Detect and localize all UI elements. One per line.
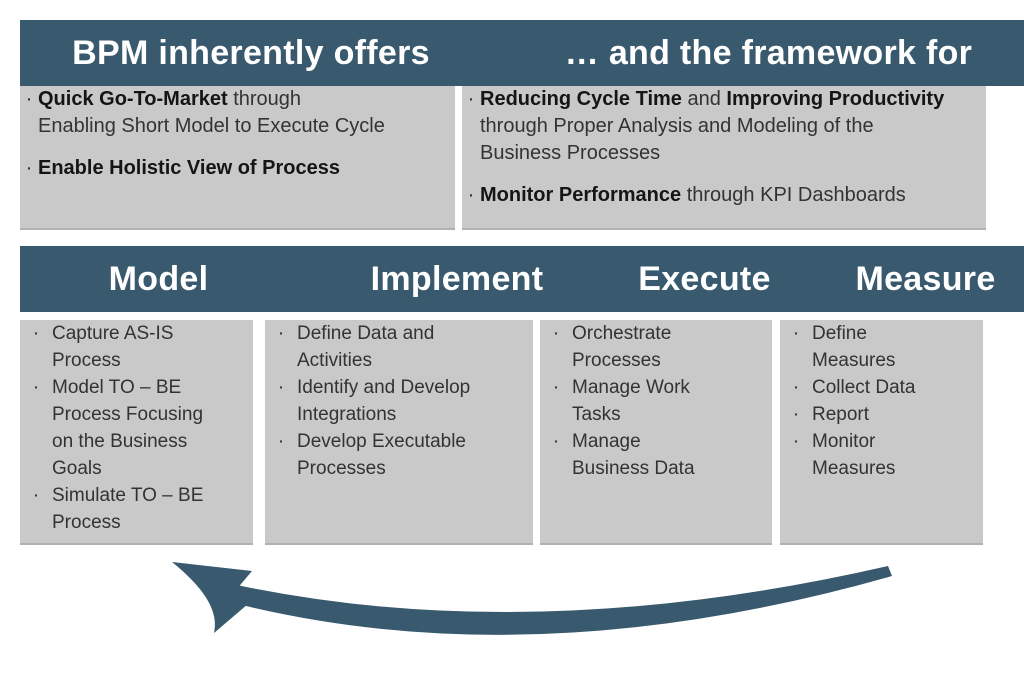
banner-framework-for: … and the framework for — [461, 20, 1024, 86]
banner-phase-measure: Measure — [771, 246, 1024, 312]
banner-bpm-offers: BPM inherently offers — [20, 20, 516, 86]
bullet-item: ·Monitor Measures — [792, 431, 896, 479]
phase-model-label: Model — [108, 259, 209, 298]
bullet-item: ·Enable Holistic View of Process — [25, 157, 340, 179]
bullet-item: ·Collect Data — [792, 377, 916, 398]
framework-for-list: ·Reducing Cycle Time and Improving Produ… — [462, 86, 986, 209]
bullet-item: ·Report — [792, 404, 870, 425]
phase-execute-list: ·Orchestrate Processes ·Manage Work Tasks… — [540, 320, 772, 482]
bpm-offers-list: ·Quick Go-To-Market through Enabling Sho… — [20, 86, 455, 182]
panel-phase-execute: ·Orchestrate Processes ·Manage Work Tasks… — [540, 320, 772, 545]
panel-framework-for: ·Reducing Cycle Time and Improving Produ… — [462, 86, 986, 230]
bullet-item: ·Identify and Develop Integrations — [277, 377, 471, 425]
bullet-item: ·Simulate TO – BE Process — [32, 485, 204, 533]
bullet-item: ·Define Measures — [792, 323, 896, 371]
bullet-item: ·Reducing Cycle Time and Improving Produ… — [467, 88, 945, 164]
phase-implement-label: Implement — [370, 259, 544, 298]
panel-phase-measure: ·Define Measures ·Collect Data ·Report ·Mon… — [780, 320, 983, 545]
panel-phase-model: ·Capture AS-IS Process ·Model TO – BE Pro… — [20, 320, 253, 545]
phase-execute-label: Execute — [638, 259, 771, 298]
phase-implement-list: ·Define Data and Activities ·Identify and… — [265, 320, 533, 482]
bullet-item: ·Capture AS-IS Process — [32, 323, 174, 371]
phase-measure-label: Measure — [855, 259, 996, 298]
bullet-item: ·Orchestrate Processes — [552, 323, 672, 371]
panel-phase-implement: ·Define Data and Activities ·Identify and… — [265, 320, 533, 545]
arrow-shaft — [232, 566, 892, 635]
bullet-item: ·Manage Work Tasks — [552, 377, 690, 425]
banner-bpm-offers-label: BPM inherently offers — [72, 33, 430, 72]
banner-phase-model: Model — [20, 246, 331, 312]
banner-framework-for-label: … and the framework for — [564, 33, 973, 72]
bullet-item: ·Manage Business Data — [552, 431, 695, 479]
phase-measure-list: ·Define Measures ·Collect Data ·Report ·Mon… — [780, 320, 983, 482]
phase-model-list: ·Capture AS-IS Process ·Model TO – BE Pro… — [20, 320, 253, 536]
bullet-item: ·Model TO – BE Process Focusing on the B… — [32, 377, 204, 479]
panel-bpm-offers: ·Quick Go-To-Market through Enabling Sho… — [20, 86, 455, 230]
bullet-item: ·Define Data and Activities — [277, 323, 435, 371]
arrow-head — [172, 562, 252, 633]
bullet-item: ·Monitor Performance through KPI Dashboa… — [467, 184, 906, 206]
bullet-item: ·Quick Go-To-Market through Enabling Sho… — [25, 88, 385, 137]
bullet-item: ·Develop Executable Processes — [277, 431, 466, 479]
